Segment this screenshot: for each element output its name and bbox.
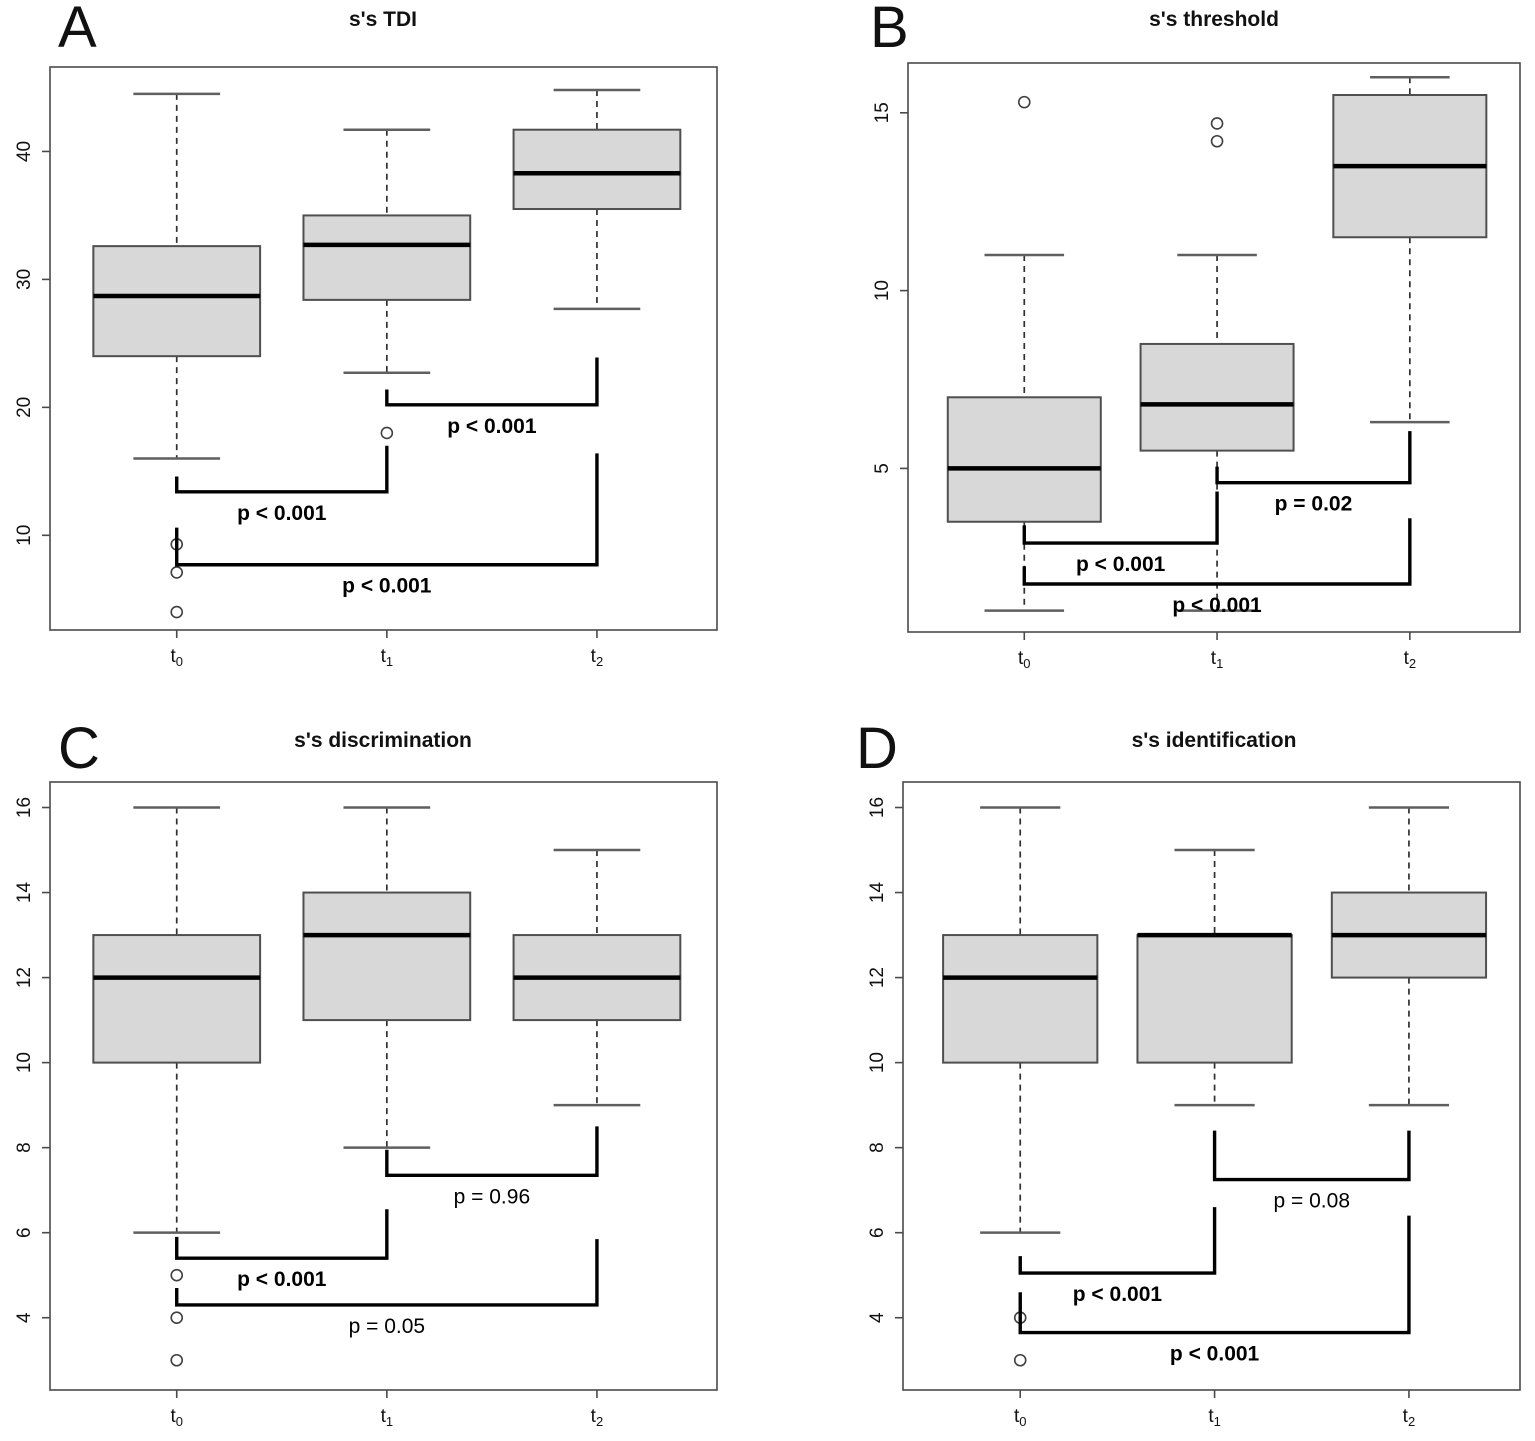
outlier-point	[1017, 95, 1031, 109]
x-category-label: t0	[170, 646, 183, 669]
sig-bracket	[1022, 518, 1412, 586]
x-category-label: t2	[1404, 648, 1417, 671]
panel-title-B: s's threshold	[1149, 8, 1279, 31]
sig-bracket	[1022, 491, 1219, 545]
iqr-box	[942, 934, 1099, 1064]
outlier-point	[170, 605, 184, 619]
sig-label: p < 0.001	[447, 415, 537, 438]
x-category-label: t0	[1014, 1406, 1027, 1429]
sig-label: p < 0.001	[1172, 594, 1262, 617]
panel-title-D: s's identification	[1131, 729, 1297, 752]
panel-letter-B: B	[870, 0, 909, 60]
sig-bracket	[1215, 431, 1412, 485]
sig-label: p < 0.001	[1073, 1283, 1163, 1306]
y-tick-label: 16	[14, 797, 35, 818]
x-category-label: t2	[1403, 1406, 1416, 1429]
panel-letter-D: D	[856, 716, 898, 781]
y-tick-label: 8	[14, 1142, 35, 1153]
x-category-label: t2	[591, 646, 604, 669]
y-tick-label: 12	[14, 967, 35, 988]
outlier-point	[1210, 117, 1224, 130]
y-tick-label: 20	[14, 397, 35, 418]
panel-B: B s's threshold 5 10 15 t0 t1 t2 p = 0.02 p < 0…	[768, 0, 1535, 720]
sig-label: p < 0.001	[342, 575, 432, 598]
iqr-box	[92, 934, 262, 1064]
y-tick-label: 30	[14, 269, 35, 290]
panel-D: D s's identification 4 6 8 10 12 14 16 t0 t1 t2 p …	[768, 717, 1535, 1441]
x-category-label: t1	[1208, 1406, 1221, 1429]
outlier-point	[1013, 1353, 1027, 1367]
sig-bracket	[385, 1126, 599, 1177]
y-tick-label: 14	[14, 882, 35, 904]
panel-letter-A: A	[58, 0, 97, 60]
x-category-label: t0	[170, 1406, 183, 1429]
iqr-box	[302, 891, 472, 1022]
boxplot-chart-A: 10 20 30 40 t0 t1 t2 p < 0.001 p < 0.001 p < 0.00…	[14, 66, 718, 669]
y-tick-label: 10	[872, 280, 893, 301]
sig-label: p = 0.96	[454, 1185, 530, 1208]
iqr-box	[512, 128, 682, 211]
x-category-label: t0	[1018, 648, 1031, 671]
outlier-point	[380, 426, 394, 440]
iqr-box	[946, 396, 1102, 523]
y-tick-label: 14	[867, 882, 888, 904]
outlier-point	[170, 1268, 184, 1282]
sig-bracket	[175, 445, 389, 494]
panel-A: A s's TDI 10 20 30 40 t0 t1 t2 p < 0.001 p < 0.0…	[0, 0, 767, 720]
panel-title-C: s's discrimination	[294, 729, 472, 752]
iqr-box	[1139, 342, 1295, 452]
sig-bracket	[1018, 1215, 1411, 1335]
x-category-label: t1	[1211, 648, 1224, 671]
panel-C: C s's discrimination 4 6 8 10 12 14 16 t0 t1 t2 p …	[0, 717, 767, 1441]
y-tick-label: 8	[867, 1142, 888, 1153]
outlier-point	[170, 1353, 184, 1367]
y-tick-label: 5	[872, 463, 893, 474]
sig-bracket	[1018, 1207, 1217, 1275]
sig-label: p < 0.001	[1076, 553, 1166, 576]
iqr-box	[302, 214, 472, 301]
iqr-box	[1136, 934, 1293, 1064]
outlier-point	[1210, 134, 1224, 148]
sig-label: p = 0.05	[349, 1315, 425, 1338]
y-tick-label: 15	[872, 102, 893, 123]
outlier-point	[170, 566, 184, 579]
y-tick-label: 10	[867, 1052, 888, 1073]
outlier-point	[170, 1311, 184, 1325]
x-category-label: t1	[381, 646, 394, 669]
x-category-label: t1	[381, 1406, 394, 1429]
sig-bracket	[175, 453, 599, 567]
sig-label: p < 0.001	[237, 1268, 327, 1291]
sig-bracket	[175, 1209, 389, 1260]
panel-letter-C: C	[58, 716, 100, 781]
y-tick-label: 6	[867, 1227, 888, 1238]
plot-border	[907, 62, 1521, 633]
boxplot-chart-C: 4 6 8 10 12 14 16 t0 t1 t2 p = 0.96 p < 0.001 p = 0.…	[14, 781, 718, 1429]
sig-label: p = 0.02	[1275, 493, 1353, 516]
panel-title-A: s's TDI	[348, 8, 418, 31]
sig-bracket	[385, 357, 599, 407]
sig-bracket	[175, 1239, 599, 1307]
y-tick-label: 16	[867, 797, 888, 818]
boxplot-chart-B: 5 10 15 t0 t1 t2 p = 0.02 p < 0.001 p < 0.001	[872, 62, 1521, 671]
sig-label: p < 0.001	[237, 502, 327, 525]
plot-border	[49, 781, 718, 1391]
y-tick-label: 40	[14, 141, 35, 162]
boxplot-chart-D: 4 6 8 10 12 14 16 t0 t1 t2 p = 0.08 p < 0.001 p < 0.…	[867, 781, 1521, 1429]
y-tick-label: 6	[14, 1227, 35, 1238]
sig-bracket	[1212, 1130, 1411, 1182]
y-tick-label: 10	[14, 525, 35, 546]
plot-border	[902, 781, 1521, 1391]
sig-label: p = 0.08	[1274, 1190, 1350, 1213]
y-tick-label: 12	[867, 967, 888, 988]
x-category-label: t2	[591, 1406, 604, 1429]
y-tick-label: 4	[867, 1312, 888, 1323]
y-tick-label: 10	[14, 1052, 35, 1073]
iqr-box	[92, 245, 262, 358]
plot-border	[49, 66, 718, 631]
y-tick-label: 4	[14, 1312, 35, 1323]
sig-label: p < 0.001	[1170, 1343, 1260, 1366]
